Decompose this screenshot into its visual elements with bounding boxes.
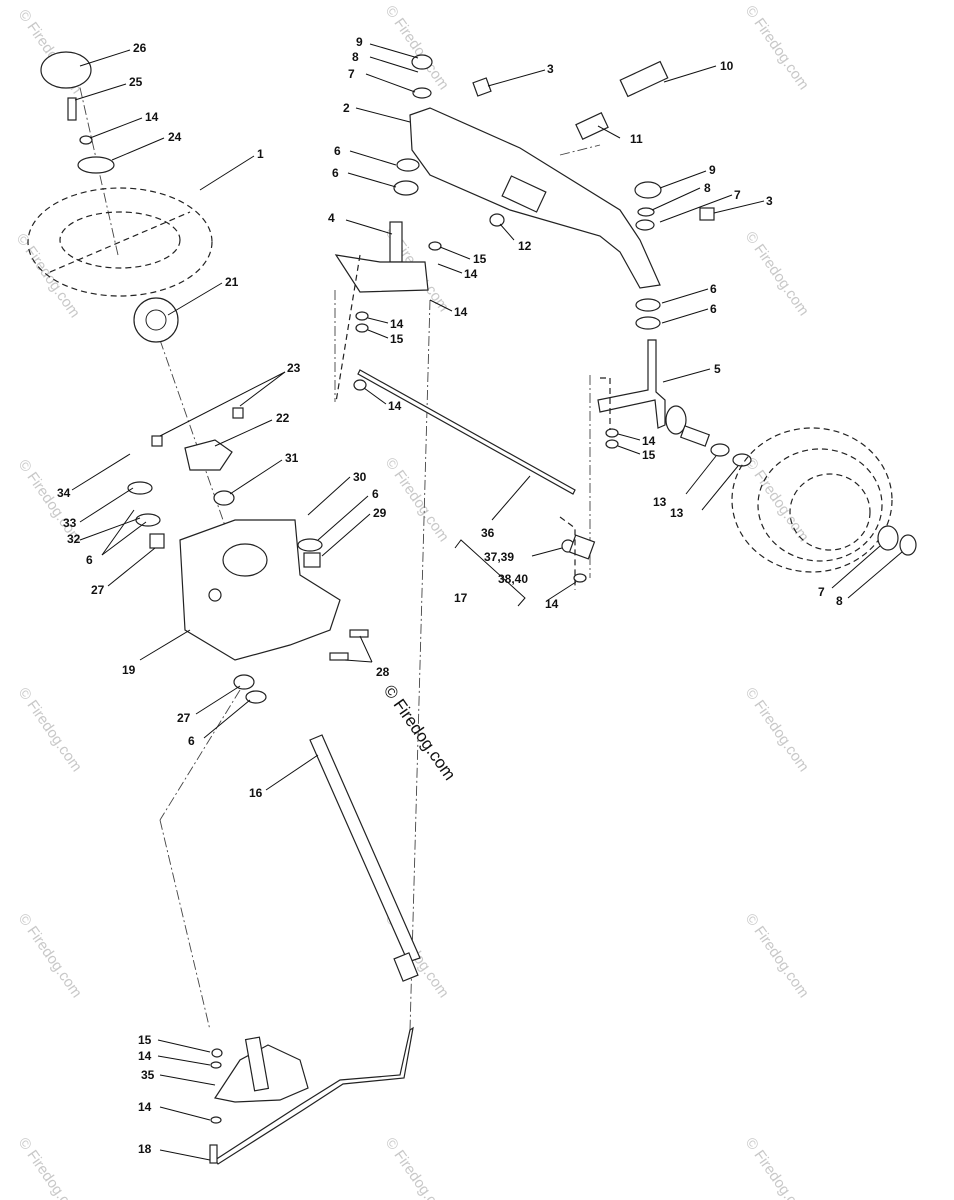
callout-21: 21 xyxy=(225,275,239,289)
callout-35: 35 xyxy=(141,1068,155,1082)
callout-24: 24 xyxy=(168,130,182,144)
callout-28: 28 xyxy=(376,665,390,679)
callout-17: 17 xyxy=(454,591,468,605)
callout-27: 27 xyxy=(177,711,191,725)
callout-12: 12 xyxy=(518,239,532,253)
callout-6: 6 xyxy=(334,144,341,158)
callout-labels: 26 25 14 24 1 21 23 22 31 34 33 32 6 27 … xyxy=(57,35,843,1156)
callout-8: 8 xyxy=(352,50,359,64)
watermark: © Firedog.com xyxy=(742,1135,812,1200)
callout-4: 4 xyxy=(328,211,335,225)
steering-wheel-cap xyxy=(40,51,92,89)
watermark: © Firedog.com xyxy=(382,3,452,94)
callout-37-39: 37,39 xyxy=(484,550,514,564)
steering-support-bracket xyxy=(179,519,341,661)
spindle-right xyxy=(597,339,666,429)
callout-18: 18 xyxy=(138,1142,152,1156)
washer xyxy=(79,135,93,145)
callout-9: 9 xyxy=(356,35,363,49)
steering-wheel-assembly xyxy=(27,51,213,343)
callout-26: 26 xyxy=(133,41,147,55)
assembly-centerlines xyxy=(75,69,601,1031)
callout-15: 15 xyxy=(473,252,487,266)
tie-rod xyxy=(357,369,576,495)
watermark: © Firedog.com xyxy=(15,1135,85,1200)
callout-29: 29 xyxy=(373,506,387,520)
watermark: © Firedog.com xyxy=(742,685,812,776)
tire-assembly xyxy=(731,427,917,573)
callout-5: 5 xyxy=(714,362,721,376)
steering-adapter xyxy=(133,297,179,343)
steering-wheel xyxy=(27,187,213,297)
callout-3: 3 xyxy=(766,194,773,208)
callout-6: 6 xyxy=(372,487,379,501)
steering-support xyxy=(127,407,369,704)
callout-23: 23 xyxy=(287,361,301,375)
callout-10: 10 xyxy=(720,59,734,73)
callout-6: 6 xyxy=(86,553,93,567)
callout-30: 30 xyxy=(353,470,367,484)
callout-14: 14 xyxy=(390,317,404,331)
callout-3: 3 xyxy=(547,62,554,76)
callout-34: 34 xyxy=(57,486,71,500)
callout-38-40: 38,40 xyxy=(498,572,528,586)
callout-9: 9 xyxy=(709,163,716,177)
bushing-plate xyxy=(184,439,233,471)
callout-16: 16 xyxy=(249,786,263,800)
wheel-cover-plate xyxy=(77,156,115,174)
callout-14: 14 xyxy=(545,597,559,611)
callout-8: 8 xyxy=(836,594,843,608)
callout-15: 15 xyxy=(642,448,656,462)
callout-19: 19 xyxy=(122,663,136,677)
callout-14: 14 xyxy=(642,434,656,448)
steering-shaft xyxy=(309,734,421,963)
front-tire xyxy=(731,427,893,573)
callout-14: 14 xyxy=(388,399,402,413)
watermark: © Firedog.com xyxy=(15,685,85,776)
spindle-left xyxy=(334,254,429,293)
callout-13: 13 xyxy=(653,495,667,509)
callout-27: 27 xyxy=(91,583,105,597)
front-axle-assembly xyxy=(334,54,752,590)
callout-14: 14 xyxy=(145,110,159,124)
watermark: © Firedog.com xyxy=(742,455,812,546)
callout-14: 14 xyxy=(138,1049,152,1063)
callout-6: 6 xyxy=(710,302,717,316)
watermark: © Firedog.com xyxy=(382,455,452,546)
callout-25: 25 xyxy=(129,75,143,89)
watermark: © Firedog.com xyxy=(742,3,812,94)
callout-32: 32 xyxy=(67,532,81,546)
callout-6: 6 xyxy=(710,282,717,296)
bearing xyxy=(213,490,235,506)
callout-14: 14 xyxy=(138,1100,152,1114)
callout-15: 15 xyxy=(138,1033,152,1047)
callout-13: 13 xyxy=(670,506,684,520)
callout-11: 11 xyxy=(630,132,643,146)
callout-36: 36 xyxy=(481,526,495,540)
watermark: © Firedog.com xyxy=(382,1135,452,1200)
callout-6: 6 xyxy=(188,734,195,748)
callout-2: 2 xyxy=(343,101,350,115)
steering-shaft-assembly xyxy=(209,734,421,1165)
drag-link xyxy=(214,1026,414,1165)
callout-14: 14 xyxy=(454,305,468,319)
callout-6: 6 xyxy=(332,166,339,180)
leader-lines xyxy=(71,43,903,1161)
callout-7: 7 xyxy=(734,188,741,202)
callout-8: 8 xyxy=(704,181,711,195)
callout-1: 1 xyxy=(257,147,264,161)
watermark: © Firedog.com xyxy=(742,229,812,320)
watermark: © Firedog.com xyxy=(742,911,812,1002)
watermark: © Firedog.com xyxy=(15,911,85,1002)
callout-31: 31 xyxy=(285,451,299,465)
callout-22: 22 xyxy=(276,411,290,425)
cap-screw xyxy=(67,97,77,121)
callout-33: 33 xyxy=(63,516,77,530)
callout-7: 7 xyxy=(348,67,355,81)
callout-7: 7 xyxy=(818,585,825,599)
callout-14: 14 xyxy=(464,267,478,281)
callout-15: 15 xyxy=(390,332,404,346)
steering-wheel-inner xyxy=(59,211,181,269)
